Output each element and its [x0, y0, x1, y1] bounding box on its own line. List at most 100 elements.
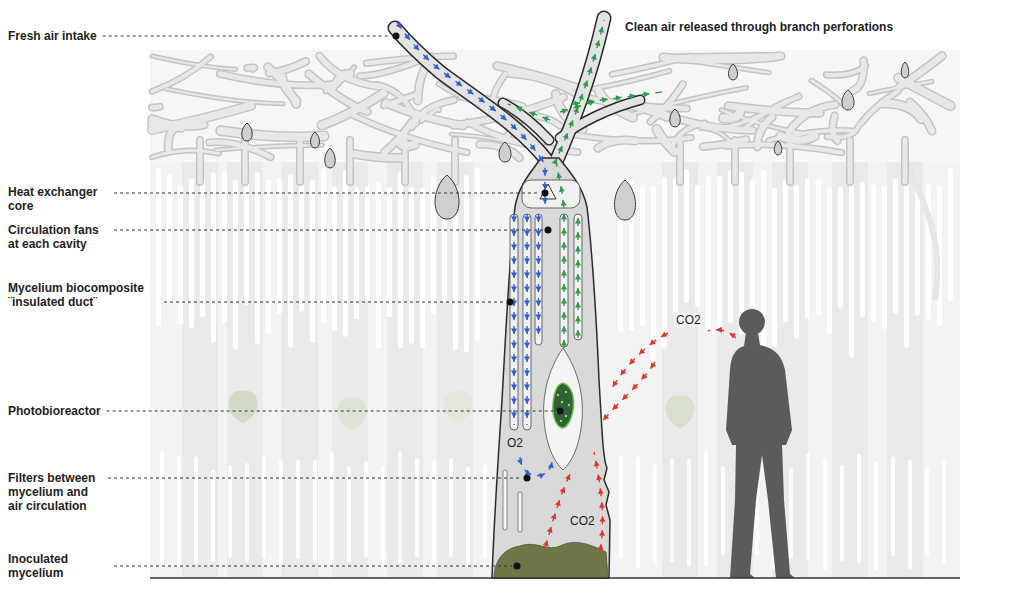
canopy-branch	[152, 104, 160, 110]
fresh-air-flow-head	[467, 89, 475, 97]
callout-label: Filters between mycelium and air circula…	[8, 471, 102, 513]
hall-ground	[150, 158, 960, 578]
fin-slit	[211, 470, 215, 563]
clean-air-flow-head	[515, 104, 522, 112]
fresh-air-flow-head	[511, 287, 517, 293]
clean-air-flow-head	[561, 326, 567, 332]
fresh-air-flow-head	[479, 97, 487, 105]
duct-cavity	[523, 214, 531, 430]
gas-label: CO2	[674, 313, 703, 327]
canopy-branch	[594, 71, 669, 89]
leader-lines	[103, 33, 564, 570]
co2-flow-head	[543, 539, 550, 546]
clean-air-flow-head	[561, 270, 567, 276]
canopy-branch	[367, 56, 454, 63]
person-body	[726, 333, 795, 578]
canopy-branch	[703, 140, 746, 147]
fin-slit	[805, 178, 810, 318]
fin-slit	[244, 176, 249, 305]
leader-line	[103, 36, 391, 37]
callout-label: Heat exchanger core	[8, 185, 108, 213]
fin-slit	[299, 168, 304, 311]
canopy-branch	[497, 66, 582, 89]
photobioreactor	[553, 383, 574, 428]
fin-slit	[640, 185, 645, 326]
canopy-branch	[152, 56, 236, 69]
canopy-branch	[846, 140, 854, 182]
clean-air-flow-head	[575, 302, 581, 308]
canopy-branch	[322, 93, 384, 125]
fin-slit	[806, 453, 810, 560]
fresh-air-flow-head	[536, 301, 542, 307]
canopy-branch	[348, 140, 353, 182]
fin-slit	[908, 459, 912, 569]
fresh-air-flow-head	[524, 259, 530, 265]
fresh-air-flow-head	[404, 34, 412, 42]
air-flows	[396, 20, 736, 552]
canopy-branch	[715, 96, 798, 130]
canopy-branch	[869, 82, 932, 94]
callout-label: Circulation fans at each cavity	[8, 223, 108, 251]
co2-flow	[600, 362, 655, 424]
callout-label: Photobioreactor	[8, 404, 101, 418]
fin-slit	[279, 460, 283, 564]
clean-air-flow-head	[630, 93, 636, 100]
co2-flow-head	[547, 526, 554, 533]
canopy-branch	[497, 66, 582, 89]
trunk-branches	[395, 18, 640, 162]
canopy-branch	[833, 115, 838, 141]
branch-duct	[395, 28, 548, 162]
fresh-air-flow-head	[423, 54, 431, 62]
pale-trunk	[832, 158, 868, 578]
clean-air-flow-head	[555, 172, 562, 179]
fresh-air-flow-head	[413, 44, 421, 52]
fin-slit	[823, 460, 827, 570]
fresh-air-flow-head	[536, 217, 542, 223]
co2-flow-head	[728, 331, 736, 339]
fin-slit	[381, 465, 385, 560]
fin-slit	[882, 186, 887, 329]
fin-slit	[636, 456, 640, 569]
fin-slit	[233, 180, 238, 350]
fin-slit	[160, 451, 164, 564]
fin-slit	[228, 465, 232, 557]
canopy-branch	[152, 106, 251, 130]
gas-label: O2	[505, 436, 525, 450]
canopy-branch	[726, 145, 842, 153]
clean-air-flow-head	[602, 96, 608, 103]
fin-slit	[398, 452, 402, 563]
canopy-branch	[676, 140, 684, 182]
hanging-pod	[435, 175, 459, 219]
co2-flow-head	[599, 516, 605, 522]
co2-flow-head	[618, 369, 626, 377]
fresh-air-flow-head	[542, 184, 548, 190]
fresh-air-flow-head	[536, 245, 542, 251]
fresh-air-flow-head	[542, 198, 548, 204]
canopy-branch	[862, 91, 898, 122]
fresh-air-flow-head	[396, 22, 404, 30]
canopy-branch	[298, 140, 303, 182]
clean-air-flow-head	[561, 298, 567, 304]
clean-air-flow-head	[561, 242, 567, 248]
canopy-branch	[492, 74, 505, 101]
fin-slit	[432, 460, 436, 569]
algae-speck	[565, 415, 567, 417]
fin-slit	[925, 467, 929, 556]
fin-slit	[483, 465, 487, 559]
clean-air-flow-head	[574, 100, 580, 107]
fresh-air-flow-head	[511, 245, 517, 251]
fin-slit	[189, 178, 194, 328]
clean-air-flow-head	[575, 274, 581, 280]
co2-flow-head	[555, 499, 562, 506]
pale-photobioreactor	[229, 391, 258, 423]
fin-slit	[222, 171, 227, 323]
canopy-branch	[165, 89, 283, 104]
canopy-branch	[598, 140, 635, 148]
leader-line	[164, 302, 505, 303]
hanging-pod	[670, 109, 681, 127]
co2-flow	[708, 330, 736, 338]
clean-air-flow-head	[575, 246, 581, 252]
canopy-branch	[833, 115, 838, 141]
pale-trunk	[182, 158, 218, 578]
